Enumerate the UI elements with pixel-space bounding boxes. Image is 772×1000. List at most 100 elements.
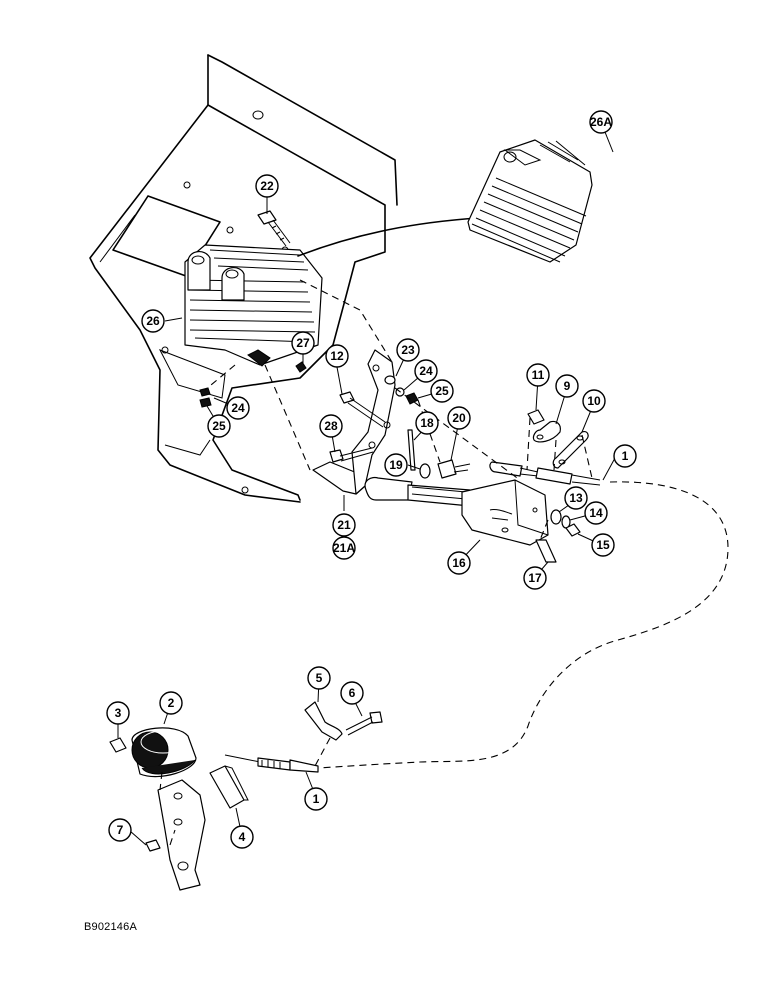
washer-13 <box>550 509 562 525</box>
plate-hole <box>173 818 183 826</box>
hardware-24-25-left <box>199 387 212 408</box>
callout-27: 27 <box>291 331 315 355</box>
callout-23: 23 <box>396 338 420 362</box>
callout-label: 2 <box>168 696 175 710</box>
callout-label: 17 <box>528 571 542 585</box>
mounting-bracket-21 <box>312 349 396 495</box>
alignment-line <box>159 771 163 791</box>
alignment-line <box>581 434 593 479</box>
callout-26a: 26A <box>589 110 613 134</box>
rubber-boot-26a <box>467 139 593 263</box>
callout-6: 6 <box>340 681 364 705</box>
callout-label: 10 <box>587 394 601 408</box>
alignment-line <box>264 364 311 471</box>
callout-15: 15 <box>591 533 615 557</box>
callout-1-bottom: 1 <box>304 787 328 811</box>
callout-label: 24 <box>419 364 433 378</box>
callout-label: 9 <box>564 379 571 393</box>
callout-label: 7 <box>117 823 124 837</box>
rubber-boot-2 <box>131 727 197 778</box>
callout-label: 3 <box>115 706 122 720</box>
callout-21: 21 <box>332 513 356 537</box>
washer-19 <box>419 463 431 479</box>
boot-lead-curve <box>297 217 479 257</box>
callout-3: 3 <box>106 701 130 725</box>
callout-13: 13 <box>564 486 588 510</box>
lower-bracket-plate <box>157 779 206 891</box>
callout-2: 2 <box>159 691 183 715</box>
callout-label: 25 <box>212 419 226 433</box>
alignment-line <box>526 417 531 471</box>
callout-label: 5 <box>316 671 323 685</box>
callout-19: 19 <box>384 453 408 477</box>
callout-label: 6 <box>349 686 356 700</box>
callout-26: 26 <box>141 309 165 333</box>
callout-22: 22 <box>255 174 279 198</box>
callout-14: 14 <box>584 501 608 525</box>
callout-label: 18 <box>420 416 434 430</box>
callout-label: 21 <box>337 518 351 532</box>
rubber-boot-26 <box>184 244 323 367</box>
callout-18: 18 <box>415 411 439 435</box>
alignment-line <box>169 829 176 846</box>
link-9-10-spacer-11 <box>527 409 589 469</box>
pin-18 <box>407 429 416 471</box>
alignment-line <box>539 519 549 541</box>
alignment-line <box>394 387 521 481</box>
callout-label: 24 <box>231 401 245 415</box>
callout-25-left: 25 <box>207 414 231 438</box>
nut-7 <box>145 839 161 852</box>
callout-label: 13 <box>569 491 583 505</box>
callout-label: 20 <box>452 411 466 425</box>
bolt-22 <box>257 210 291 247</box>
callout-label: 27 <box>296 336 310 350</box>
drawing-code: B902146A <box>84 921 137 933</box>
callout-label: 25 <box>435 384 449 398</box>
control-handle-16 <box>364 476 549 546</box>
callout-5: 5 <box>307 666 331 690</box>
callout-label: 1 <box>622 449 629 463</box>
callout-label: 14 <box>589 506 603 520</box>
callout-9: 9 <box>555 374 579 398</box>
mounting-panel <box>89 54 398 503</box>
callout-1-top: 1 <box>613 444 637 468</box>
control-cable-route <box>317 481 729 769</box>
nut-15 <box>565 523 581 537</box>
callout-label: 26A <box>590 115 612 129</box>
callout-7: 7 <box>108 818 132 842</box>
bolt-6 <box>345 711 383 736</box>
callout-label: 4 <box>239 830 246 844</box>
callout-label: 23 <box>401 343 415 357</box>
callout-label: 11 <box>532 368 545 382</box>
callout-25: 25 <box>430 379 454 403</box>
callout-17: 17 <box>523 566 547 590</box>
screw-27 <box>295 361 307 373</box>
callout-label: 1 <box>313 792 320 806</box>
callout-21a: 21A <box>332 536 356 560</box>
alignment-line <box>417 399 441 463</box>
alignment-line <box>204 364 236 391</box>
callout-label: 12 <box>330 349 344 363</box>
block-4-edge <box>224 765 249 801</box>
callout-16: 16 <box>447 551 471 575</box>
callout-label: 26 <box>146 314 160 328</box>
callout-28: 28 <box>319 414 343 438</box>
clamp-5 <box>304 701 343 741</box>
callout-12: 12 <box>325 344 349 368</box>
bolt-28 <box>329 447 374 463</box>
callout-label: 21A <box>333 541 355 555</box>
plate-hole <box>177 861 189 871</box>
pin-17 <box>535 539 557 563</box>
block-4 <box>209 765 245 809</box>
plate-hole <box>173 792 183 800</box>
callout-label: 16 <box>452 556 466 570</box>
callout-24-left: 24 <box>226 396 250 420</box>
callout-20: 20 <box>447 406 471 430</box>
alignment-line <box>553 439 557 471</box>
callout-11: 11 <box>526 363 550 387</box>
switch-20 <box>437 459 471 479</box>
bolt-12 <box>339 391 386 428</box>
callout-24: 24 <box>414 359 438 383</box>
alignment-line <box>314 737 331 767</box>
